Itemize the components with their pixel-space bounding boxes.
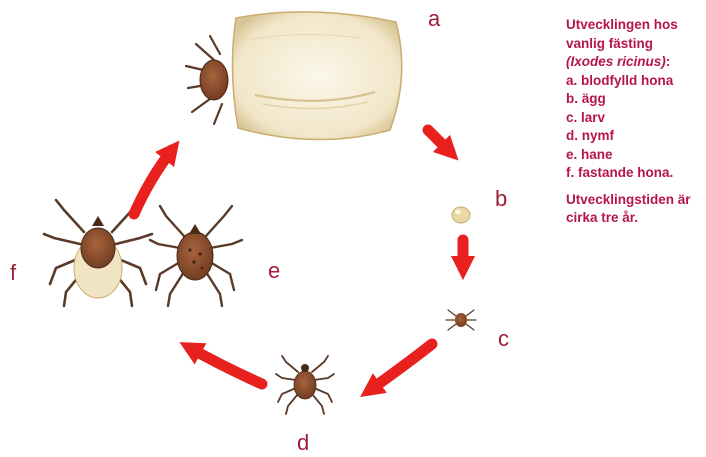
arrow-d-to-f <box>190 348 262 384</box>
arrow-a-to-b <box>428 130 450 152</box>
caption-scientific-name: (Ixodes ricinus) <box>566 54 666 69</box>
stage-label-f: f <box>10 262 16 284</box>
stage-label-a: a <box>428 8 440 30</box>
caption-intro-text: Utvecklingen hos vanlig fästing <box>566 17 678 51</box>
stage-label-c: c <box>498 328 509 350</box>
stage-label-e: e <box>268 260 280 282</box>
legend-item-f: f. fastande hona. <box>566 164 704 183</box>
legend-item-b: b. ägg <box>566 90 704 109</box>
larva-tick <box>446 310 476 330</box>
male-tick <box>150 206 242 306</box>
stage-label-b: b <box>495 188 507 210</box>
caption-intro-end: : <box>666 54 671 69</box>
legend-item-e: e. hane <box>566 146 704 165</box>
egg <box>452 207 470 223</box>
diagram-caption: Utvecklingen hos vanlig fästing (Ixodes … <box>566 16 704 228</box>
nymph-tick <box>276 356 334 414</box>
stage-label-d: d <box>297 432 309 454</box>
arrow-f-to-a <box>134 150 172 214</box>
legend-item-a: a. blodfylld hona <box>566 72 704 91</box>
stage-legend-list: a. blodfylld hona b. ägg c. larv d. nymf… <box>566 72 704 183</box>
engorged-female-tick <box>186 12 402 140</box>
development-time-note: Utvecklingstiden är cirka tre år. <box>566 191 704 228</box>
legend-item-d: d. nymf <box>566 127 704 146</box>
legend-item-c: c. larv <box>566 109 704 128</box>
caption-intro: Utvecklingen hos vanlig fästing (Ixodes … <box>566 16 704 72</box>
arrow-c-to-d <box>370 344 432 390</box>
